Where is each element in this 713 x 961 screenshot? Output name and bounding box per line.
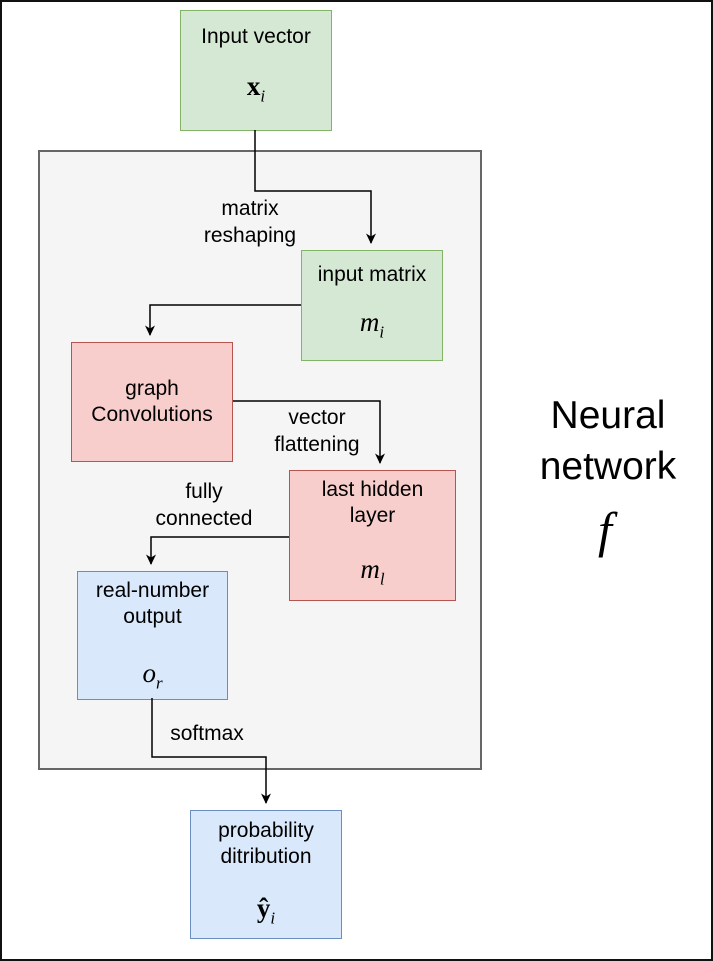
edge-label-vector-flattening: vector flattening	[274, 406, 360, 456]
neural-network-function-symbol: f	[598, 502, 612, 558]
neural-network-caption: Neural network	[539, 394, 677, 488]
node-last-hidden-layer-label: last hidden layer	[322, 477, 424, 529]
node-graph-convolutions: graph Convolutions	[71, 342, 233, 462]
node-last-hidden-layer-line1: last hidden	[321, 478, 424, 501]
edge-label-fully-connected: fully connected	[155, 480, 253, 530]
node-real-number-output-symbol: or	[142, 658, 163, 693]
node-probability-distribution-symbol: ŷi	[256, 893, 276, 928]
node-input-matrix-label: input matrix	[317, 263, 427, 286]
node-real-number-output-label: real-number output	[96, 578, 209, 630]
node-graph-convolutions-line2: Convolutions	[91, 403, 213, 426]
node-graph-convolutions-line1: graph	[125, 377, 179, 400]
node-probability-distribution-line2: ditribution	[220, 845, 312, 868]
node-real-number-output-line2: output	[123, 605, 182, 628]
node-input-matrix: input matrix mi	[301, 250, 443, 361]
node-probability-distribution-line1: probability	[218, 819, 314, 842]
node-input-vector: Input vector xi	[180, 10, 332, 131]
node-probability-distribution-label: probability ditribution	[218, 818, 314, 870]
node-last-hidden-layer-symbol: ml	[360, 554, 385, 589]
node-probability-distribution: probability ditribution ŷi	[190, 810, 342, 939]
node-last-hidden-layer-line2: layer	[349, 504, 396, 527]
node-real-number-output: real-number output or	[77, 571, 228, 700]
node-input-vector-symbol: xi	[246, 71, 266, 106]
edge-label-matrix-reshaping: matrix reshaping	[203, 197, 297, 247]
node-input-vector-label: Input vector	[201, 25, 311, 48]
node-input-matrix-symbol: mi	[359, 307, 385, 342]
edge-label-softmax: softmax	[170, 722, 244, 745]
node-last-hidden-layer: last hidden layer ml	[289, 470, 456, 601]
node-real-number-output-line1: real-number	[95, 579, 210, 602]
